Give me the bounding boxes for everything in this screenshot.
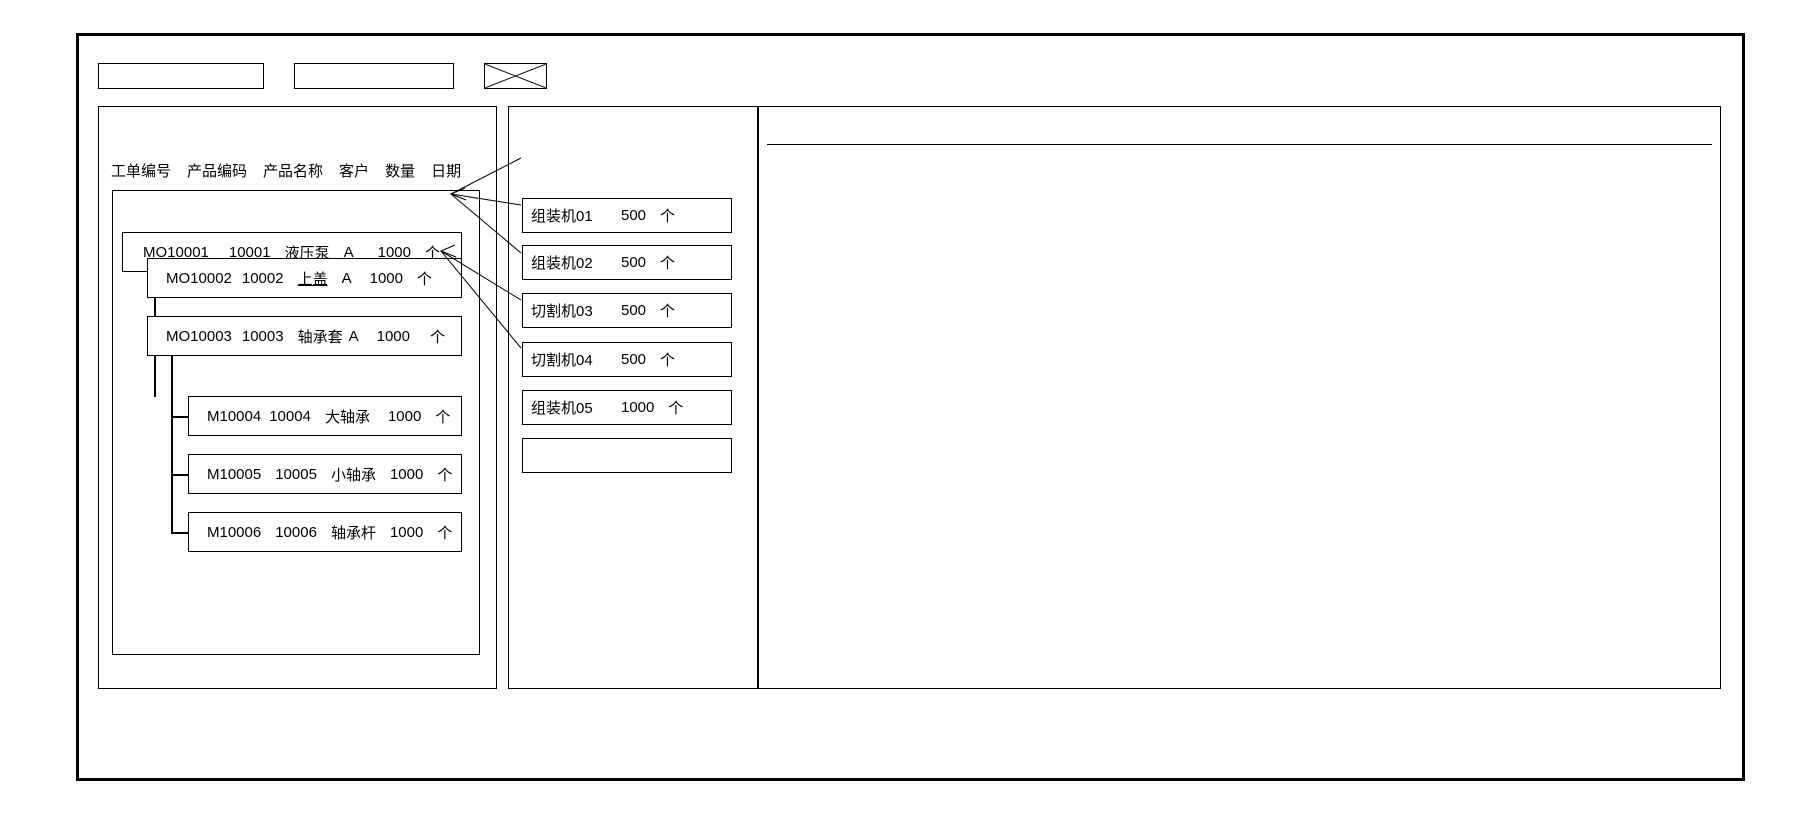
work-order-row[interactable]: MO10001 10001 液压泵 A 1000 个 xyxy=(122,232,462,272)
row-order-no: M10005 xyxy=(207,465,262,483)
row-unit: 个 xyxy=(437,466,453,484)
work-order-tree: MO10001 10001 液压泵 A 1000 个 MO10002 10002… xyxy=(112,190,480,655)
row-unit: 个 xyxy=(435,408,451,426)
row-product-name: 轴承杆 xyxy=(330,524,376,542)
row-order-no: MO10001 xyxy=(143,243,209,261)
work-order-row[interactable]: M10005 10005 小轴承 1000 个 xyxy=(188,454,462,494)
crossed-box-icon xyxy=(485,64,546,88)
app-window: 工单编号 产品编码 产品名称 客户 数量 日期 MO10001 10001 液压… xyxy=(76,33,1745,781)
row-product-name: 轴承套 xyxy=(297,328,343,346)
machine-qty: 500 xyxy=(621,351,647,368)
work-order-row[interactable]: M10006 10006 轴承杆 1000 个 xyxy=(188,512,462,552)
row-product-code: 10006 xyxy=(275,523,317,541)
row-unit: 个 xyxy=(437,524,453,542)
row-qty: 1000 xyxy=(387,407,422,425)
detail-panel-divider xyxy=(767,144,1712,145)
row-order-no: M10004 xyxy=(207,407,262,425)
machine-name: 组装机01 xyxy=(531,208,593,225)
column-header-date: 日期 xyxy=(431,163,462,180)
machine-qty: 500 xyxy=(621,207,647,224)
machine-name: 切割机03 xyxy=(531,303,593,320)
row-product-name: 大轴承 xyxy=(324,408,370,426)
machine-unit: 个 xyxy=(668,400,684,417)
machine-chip[interactable]: 组装机05 1000 个 xyxy=(522,390,732,425)
column-header-customer: 客户 xyxy=(339,163,370,180)
work-order-row[interactable]: M10004 10004 大轴承 1000 个 xyxy=(188,396,462,436)
toolbar-field-1[interactable] xyxy=(98,63,264,89)
machine-chip-empty[interactable] xyxy=(522,438,732,473)
row-order-no: M10006 xyxy=(207,523,262,541)
row-product-code: 10002 xyxy=(241,269,284,287)
row-product-code: 10005 xyxy=(275,465,317,483)
machine-chip[interactable]: 组装机01 500 个 xyxy=(522,198,732,233)
row-customer: A xyxy=(341,269,352,287)
row-order-no: MO10002 xyxy=(166,269,232,287)
row-qty: 1000 xyxy=(389,465,424,483)
tree-connector-branch-3 xyxy=(171,416,188,418)
row-customer: A xyxy=(343,243,354,261)
machine-name: 组装机05 xyxy=(531,400,593,417)
row-qty: 1000 xyxy=(369,269,403,287)
column-header-qty: 数量 xyxy=(385,163,416,180)
toolbar xyxy=(98,61,547,91)
row-product-code: 10004 xyxy=(269,407,311,425)
row-customer: A xyxy=(348,327,359,345)
row-product-name: 液压泵 xyxy=(284,244,330,262)
column-header-order-no: 工单编号 xyxy=(111,163,172,180)
work-order-row[interactable]: MO10003 10003 轴承套 A 1000 个 xyxy=(147,316,462,356)
row-qty: 1000 xyxy=(389,523,424,541)
detail-panel xyxy=(758,106,1721,689)
machine-unit: 个 xyxy=(660,303,676,320)
machine-chip[interactable]: 组装机02 500 个 xyxy=(522,245,732,280)
machine-chip[interactable]: 切割机04 500 个 xyxy=(522,342,732,377)
row-unit: 个 xyxy=(417,270,433,288)
tree-connector-branch-5 xyxy=(171,532,188,534)
row-qty: 1000 xyxy=(377,243,411,261)
machine-unit: 个 xyxy=(660,208,676,225)
column-header-product-name: 产品名称 xyxy=(263,163,324,180)
toolbar-image-placeholder[interactable] xyxy=(484,63,547,89)
row-product-code: 10003 xyxy=(241,327,284,345)
machine-qty: 1000 xyxy=(621,399,655,416)
machine-qty: 500 xyxy=(621,254,647,271)
row-unit: 个 xyxy=(430,328,446,346)
column-header-product-code: 产品编码 xyxy=(187,163,248,180)
row-unit: 个 xyxy=(425,244,441,262)
work-order-column-headers: 工单编号 产品编码 产品名称 客户 数量 日期 xyxy=(111,160,461,181)
toolbar-field-2[interactable] xyxy=(294,63,454,89)
row-product-name: 小轴承 xyxy=(330,466,376,484)
row-product-name: 上盖 xyxy=(297,270,328,288)
machine-assignment-panel: 组装机01 500 个 组装机02 500 个 切割机03 500 个 切割机0… xyxy=(508,106,758,689)
machine-name: 组装机02 xyxy=(531,255,593,272)
machine-qty: 500 xyxy=(621,302,647,319)
tree-connector-branch-4 xyxy=(171,474,188,476)
machine-chip[interactable]: 切割机03 500 个 xyxy=(522,293,732,328)
row-order-no: MO10003 xyxy=(166,327,232,345)
row-qty: 1000 xyxy=(376,327,410,345)
work-order-panel: 工单编号 产品编码 产品名称 客户 数量 日期 MO10001 10001 液压… xyxy=(98,106,497,689)
machine-unit: 个 xyxy=(660,255,676,272)
machine-unit: 个 xyxy=(660,352,676,369)
tree-connector-trunk-2 xyxy=(171,356,173,533)
work-order-row[interactable]: MO10002 10002 上盖 A 1000 个 xyxy=(147,258,462,298)
row-product-code: 10001 xyxy=(228,243,271,261)
machine-name: 切割机04 xyxy=(531,352,593,369)
